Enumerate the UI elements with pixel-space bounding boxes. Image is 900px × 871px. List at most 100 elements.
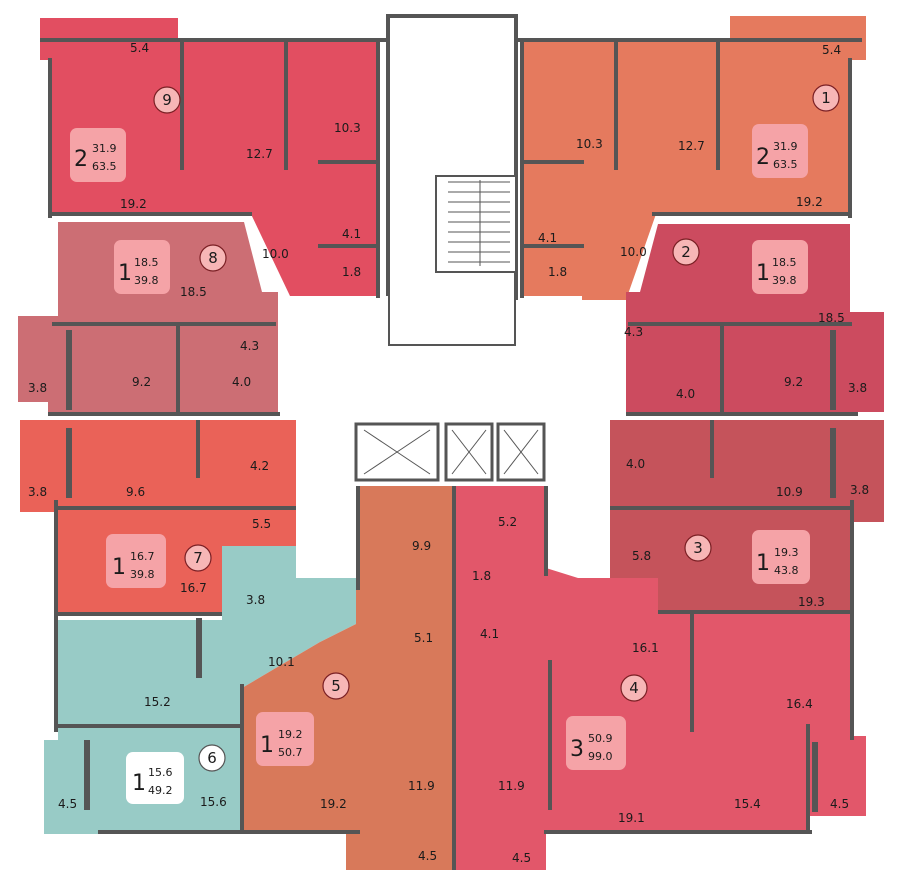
area-labels-apt9: 5.4 10.3 12.7 19.2 10.0 4.1 1.8: [120, 41, 361, 279]
room-area: 10.1: [268, 655, 295, 669]
svg-text:18.5: 18.5: [134, 256, 159, 269]
room-area: 19.2: [796, 195, 823, 209]
apartment-4[interactable]: [454, 486, 866, 870]
area-labels-apt2: 18.5 4.3 4.0 9.2 3.8: [624, 311, 867, 401]
room-area: 11.9: [408, 779, 435, 793]
room-area: 1.8: [472, 569, 491, 583]
apartment-number-5: 5: [322, 672, 350, 700]
apartment-4-fill: [454, 486, 866, 870]
svg-text:1: 1: [112, 555, 126, 580]
area-labels-apt4: 5.2 1.8 4.1 16.1 16.4 11.9 19.1 15.4 4.5…: [472, 515, 849, 865]
svg-text:18.5: 18.5: [772, 256, 797, 269]
apartment-number-1: 1: [812, 84, 840, 112]
room-area: 9.9: [412, 539, 431, 553]
apartment-number-6: 6: [198, 744, 226, 772]
apartment-5-fill: [242, 486, 454, 870]
room-area: 16.1: [632, 641, 659, 655]
room-area: 9.2: [784, 375, 803, 389]
info-card-apt7: 1 16.7 39.8: [106, 534, 166, 588]
apartment-9-fill: [40, 18, 378, 296]
svg-text:39.8: 39.8: [130, 568, 155, 581]
info-card-apt6: 1 15.6 49.2: [126, 752, 184, 804]
apartment-number-7: 7: [184, 544, 212, 572]
apartment-number-8: 8: [199, 244, 227, 272]
apartment-2[interactable]: [626, 224, 884, 412]
room-area: 15.2: [144, 695, 171, 709]
room-area: 3.8: [28, 381, 47, 395]
apartment-5[interactable]: [242, 486, 454, 870]
elevator-3: [496, 422, 546, 482]
room-area: 1.8: [342, 265, 361, 279]
svg-text:4: 4: [629, 679, 639, 697]
apartment-3[interactable]: [610, 420, 884, 612]
room-area: 4.1: [480, 627, 499, 641]
svg-text:9: 9: [162, 91, 172, 109]
svg-text:5: 5: [331, 677, 341, 695]
room-area: 10.0: [620, 245, 647, 259]
room-area: 5.4: [822, 43, 841, 57]
apartment-number-2: 2: [672, 238, 700, 266]
apartment-1-fill: [522, 16, 866, 300]
svg-text:3: 3: [693, 539, 703, 557]
room-area: 18.5: [818, 311, 845, 325]
room-area: 12.7: [246, 147, 273, 161]
room-area: 4.5: [512, 851, 531, 865]
room-area: 4.2: [250, 459, 269, 473]
room-area: 5.1: [414, 631, 433, 645]
apartment-3-fill: [610, 420, 884, 612]
room-area: 11.9: [498, 779, 525, 793]
apartment-number-4: 4: [620, 674, 648, 702]
apartment-7[interactable]: [20, 420, 296, 612]
info-card-apt8: 1 18.5 39.8: [114, 240, 170, 294]
stair-inner: [435, 175, 517, 273]
room-area: 5.8: [632, 549, 651, 563]
room-area: 3.8: [850, 483, 869, 497]
apartment-6[interactable]: [44, 546, 356, 834]
svg-text:1: 1: [821, 89, 831, 107]
info-card-apt1: 2 31.9 63.5: [752, 124, 808, 178]
room-area: 10.9: [776, 485, 803, 499]
area-labels-apt5: 9.9 5.1 11.9 19.2 4.5: [320, 539, 437, 863]
room-area: 1.8: [548, 265, 567, 279]
info-card-apt4: 3 50.9 99.0: [566, 716, 626, 770]
svg-text:1: 1: [132, 771, 146, 796]
svg-text:43.8: 43.8: [774, 564, 799, 577]
room-area: 19.1: [618, 811, 645, 825]
svg-text:7: 7: [193, 549, 203, 567]
svg-text:2: 2: [681, 243, 691, 261]
room-area: 9.6: [126, 485, 145, 499]
apartment-number-3: 3: [684, 534, 712, 562]
svg-text:39.8: 39.8: [134, 274, 159, 287]
svg-text:3: 3: [570, 737, 584, 762]
room-area: 12.7: [678, 139, 705, 153]
building-core: [278, 14, 626, 578]
room-area: 3.8: [246, 593, 265, 607]
info-card-apt9: 2 31.9 63.5: [70, 128, 126, 182]
area-labels-apt7: 4.2 3.8 9.6 5.5 16.7: [28, 459, 271, 595]
svg-text:19.2: 19.2: [278, 728, 303, 741]
room-area: 19.2: [320, 797, 347, 811]
area-labels-apt1: 5.4 10.3 12.7 19.2 4.1 10.0 1.8: [538, 43, 841, 279]
info-card-apt5: 1 19.2 50.7: [256, 712, 314, 766]
walls: [40, 38, 862, 870]
room-area: 4.5: [830, 797, 849, 811]
svg-text:1: 1: [260, 733, 274, 758]
svg-text:1: 1: [756, 551, 770, 576]
svg-text:99.0: 99.0: [588, 750, 613, 763]
room-area: 10.3: [334, 121, 361, 135]
room-area: 4.1: [342, 227, 361, 241]
apartment-1[interactable]: [522, 16, 866, 300]
apartment-number-9: 9: [153, 86, 181, 114]
apartment-9[interactable]: [40, 18, 378, 296]
room-area: 10.0: [262, 247, 289, 261]
svg-text:16.7: 16.7: [130, 550, 155, 563]
room-area: 4.0: [626, 457, 645, 471]
room-area: 9.2: [132, 375, 151, 389]
apartment-7-fill: [20, 420, 296, 612]
area-labels-apt6: 3.8 10.1 15.2 4.5 15.6: [58, 593, 295, 811]
svg-text:39.8: 39.8: [772, 274, 797, 287]
room-area: 4.5: [58, 797, 77, 811]
info-card-apt3: 1 19.3 43.8: [752, 530, 810, 584]
svg-text:15.6: 15.6: [148, 766, 173, 779]
svg-text:49.2: 49.2: [148, 784, 173, 797]
